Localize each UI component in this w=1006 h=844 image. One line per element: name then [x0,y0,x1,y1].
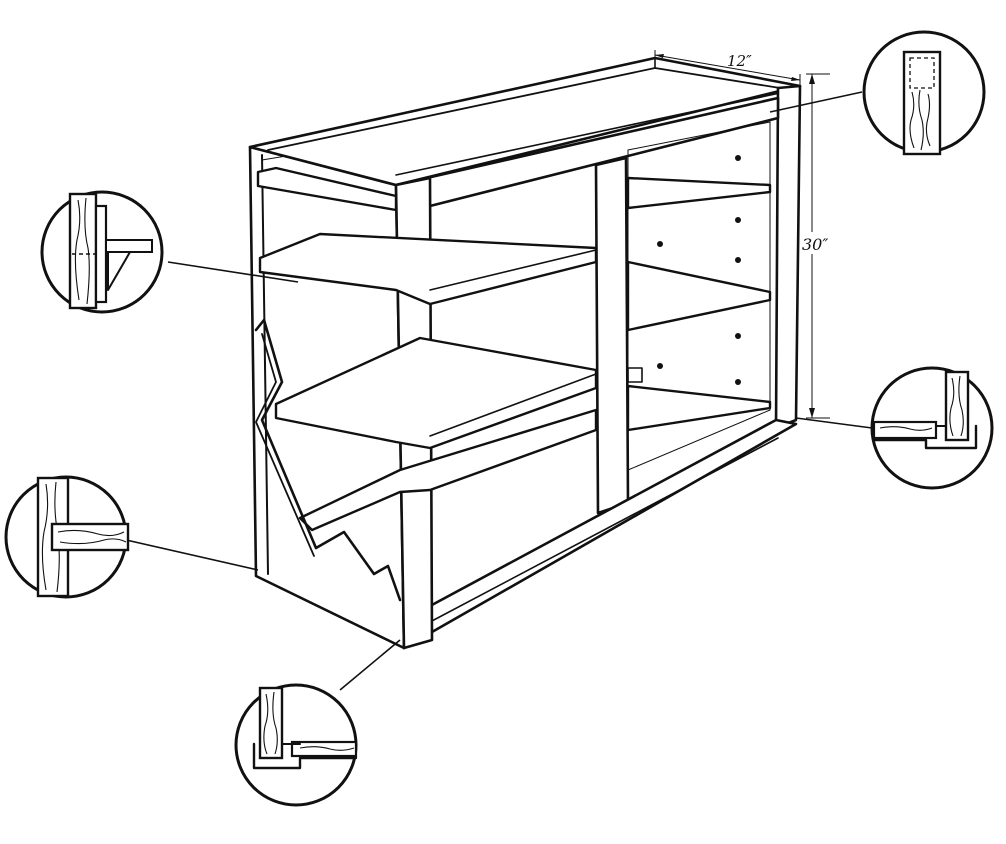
rabbet-joint-detail-icon [252,686,358,770]
left-bay-shelves [256,166,598,532]
right-stile [774,84,802,430]
depth-label: 12″ [727,52,752,70]
height-label: 30″ [802,235,828,254]
bookcase-cabinet [248,56,802,650]
callout-bracket-detail [40,190,164,314]
height-dimension: 30″ [800,73,836,419]
rabbet-joint-detail-icon [872,370,978,450]
depth-dimension: 12″ [654,50,801,86]
callout-stile-detail [862,30,986,156]
callout-rabbet-detail-left [234,683,358,807]
bracket-support-detail-icon [68,192,153,310]
stile-grain-detail-icon [902,50,942,156]
callout-rabbet-detail-right [870,366,994,490]
callout-dado-detail [4,475,130,599]
face-frame-center-stile [594,156,630,515]
dado-shelf-detail-icon [36,476,130,598]
right-bay-shelves [626,176,772,432]
cutaway-edge [254,318,402,602]
shelf-top [256,166,398,212]
shelf-lower [298,408,598,532]
shelf-middle [274,336,598,450]
shelf-pin-holes [657,155,741,385]
shelf-upper [258,232,598,306]
leader-lines [125,91,873,691]
